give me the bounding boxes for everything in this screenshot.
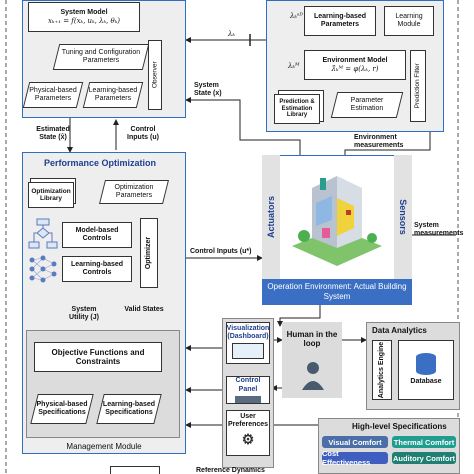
model-based-controls-box: Model-based Controls [62,222,132,248]
bottom-partial-box [110,466,160,474]
learning-specifications-box: Learning-based Specifications [96,394,162,424]
optimization-library-box: Optimization Library [28,182,74,208]
sensors-label: Sensors [398,199,408,235]
physical-specifications-box: Physical-based Specifications [30,394,94,424]
database-label: Database [410,378,442,386]
analytics-engine-box: Analytics Engine [372,340,392,400]
learning-module-box: Learning Module [384,6,434,36]
control-inputs-label: Control Inputs (u) [127,126,159,142]
optimizer-box: Optimizer [140,218,158,288]
lambda-m-label: λₖᴹ [288,62,300,70]
bottom-partial-label: Reference Dynamics [196,467,265,474]
auditory-comfort-tag: Auditory Comfort [392,452,456,464]
sensors-bar: Sensors [394,155,412,279]
tuning-parameters-box: Tuning and Configuration Parameters [52,44,150,70]
observer-label: Observer [151,61,159,89]
learning-parameters-label: Learning-based Parameters [88,86,138,102]
learning-module-label: Learning Module [395,12,423,28]
environment-measurements-label: Environment measurements [354,134,404,150]
user-preferences-box: User Preferences ⚙ [226,410,270,456]
actuators-label: Actuators [266,195,277,239]
physical-specifications-label: Physical-based Specifications [36,400,88,416]
system-model-box: System Model xₖ₊₁ = f(xₖ, uₖ, λₖ, θₖ) [28,2,140,32]
person-icon [300,360,326,390]
tuning-parameters-label: Tuning and Configuration Parameters [61,48,141,64]
optimizer-label: Optimizer [144,236,152,270]
prediction-filter-box: Prediction Filter [410,50,426,122]
observer-box: Observer [148,40,162,110]
dashboard-icon [232,343,264,360]
high-level-specs-title: High-level Specifications [352,422,447,431]
env-learning-parameters-box: Learning-based Parameters [304,6,376,36]
user-preferences-label: User Preferences [227,413,269,429]
prediction-filter-label: Prediction Filter [414,63,422,109]
prediction-library-label: Prediction & Estimation Library [279,98,315,119]
learning-based-controls-box: Learning-based Controls [62,256,132,282]
neural-network-icon [28,254,58,284]
database-icon [416,353,436,376]
parameter-estimation-box: Parameter Estimation [330,92,404,118]
prediction-library-box: Prediction & Estimation Library [274,94,320,124]
learning-parameters-box: Learning-based Parameters [82,82,144,108]
human-in-loop-label: Human in the loop [286,330,338,349]
parameter-estimation-label: Parameter Estimation [350,96,384,112]
physical-parameters-label: Physical-based Parameters [29,86,77,102]
system-model-equation: xₖ₊₁ = f(xₖ, uₖ, λₖ, θₖ) [47,17,121,25]
environment-model-title: Environment Model [322,56,388,64]
gears-icon: ⚙ [241,431,255,448]
database-box: Database [398,340,454,400]
data-analytics-label: Data Analytics [372,326,427,335]
valid-states-label: Valid States [124,306,164,313]
system-measurements-label: System measurements [414,222,464,238]
performance-optimization-title: Performance Optimization [44,158,157,168]
lambda-k-label: λₖ [228,30,235,38]
system-utility-label: System Utility (J) [69,306,99,322]
env-learning-parameters-label: Learning-based Parameters [313,12,367,28]
learning-based-controls-label: Learning-based Controls [70,260,124,276]
control-panel-label: Control Panel [235,377,261,393]
management-module-label: Management Module [66,442,142,451]
optimization-parameters-label: Optimization Parameters [114,183,154,199]
lambda-sd-label: λₖˢᴰ [290,12,303,20]
building-caption-label: Operation Environment: Actual Building S… [267,282,407,301]
control-panel-box: Control Panel [226,376,270,404]
estimated-state-label: Estimated State (x̂) [36,126,70,142]
thermal-comfort-tag: Thermal Comfort [392,436,456,448]
control-inputs-star-label: Control Inputs (u*) [190,248,252,255]
actuators-bar: Actuators [262,155,280,279]
learning-specifications-label: Learning-based Specifications [102,400,156,416]
system-state-label: System State (x) [194,82,222,98]
environment-model-equation: λ̂ₖᴹ = φ(λₖ, r) [331,65,379,73]
building-caption: Operation Environment: Actual Building S… [262,279,412,305]
visualization-label: Visualization (Dashboard) [226,325,270,341]
physical-parameters-box: Physical-based Parameters [22,82,84,108]
objective-functions-box: Objective Functions and Constraints [34,342,162,372]
analytics-engine-label: Analytics Engine [377,341,385,399]
environment-model-box: Environment Model λ̂ₖᴹ = φ(λₖ, r) [304,50,406,80]
optimization-parameters-box: Optimization Parameters [99,180,169,204]
optimization-library-label: Optimization Library [31,187,71,202]
visual-comfort-tag: Visual Comfort [322,436,388,448]
building-illustration [282,158,392,278]
objective-functions-label: Objective Functions and Constraints [51,347,145,366]
model-based-controls-label: Model-based Controls [75,226,119,242]
system-model-title: System Model [60,8,108,16]
visualization-box: Visualization (Dashboard) [226,322,270,364]
flowchart-icon [28,218,58,252]
control-panel-icon [235,395,261,403]
cost-effectiveness-tag: Cost Effectiveness [322,449,388,467]
